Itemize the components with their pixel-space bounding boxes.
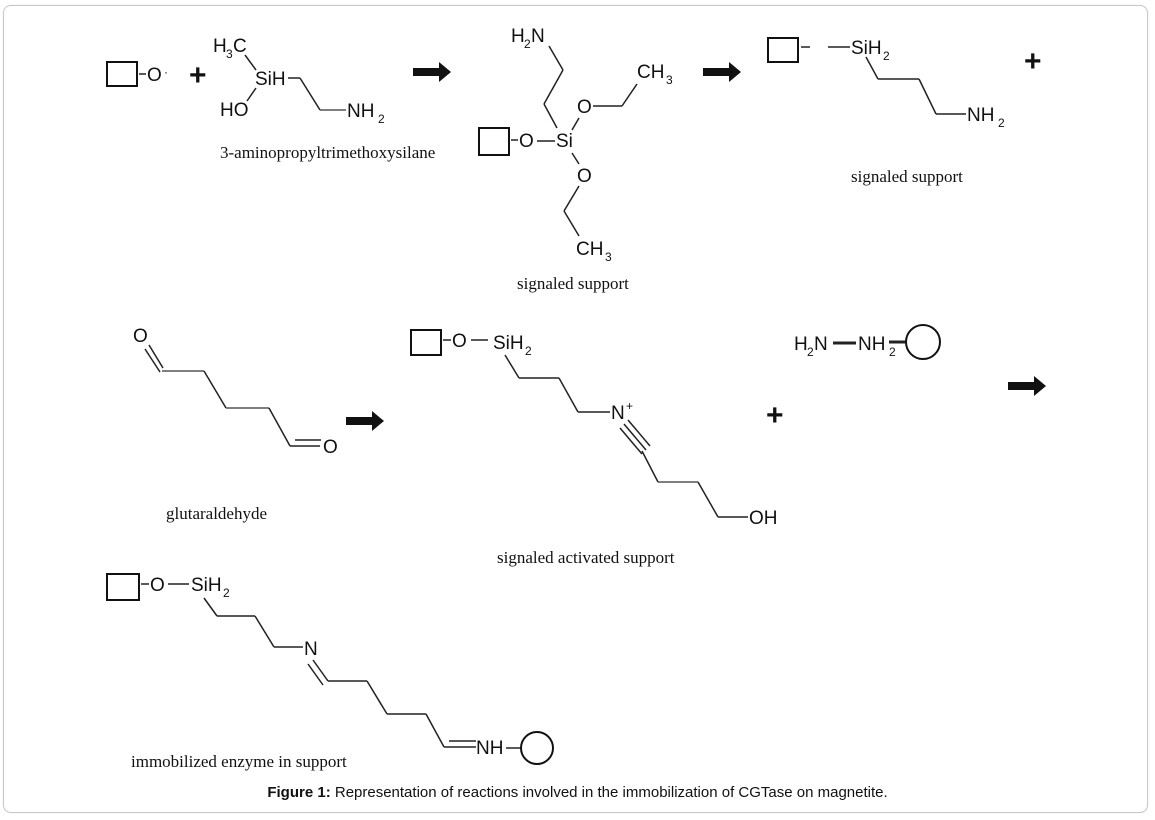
immobilized-enzyme-label: immobilized enzyme in support bbox=[131, 752, 347, 771]
svg-text:2: 2 bbox=[807, 345, 814, 359]
magnetite-support-box bbox=[106, 61, 138, 87]
signaled-support-label-2: signaled support bbox=[851, 167, 963, 186]
svg-text:2: 2 bbox=[378, 112, 385, 126]
glutaraldehyde-label: glutaraldehyde bbox=[166, 504, 267, 523]
immobilized-enzyme-molecule: O SiH 2 N NH immobilized enzyme in suppo… bbox=[106, 573, 554, 771]
enzyme-circle bbox=[520, 731, 554, 765]
signaled-support-molecule-1: H 2 N O Si O CH 3 O CH 3 signaled suppor… bbox=[478, 26, 673, 293]
silicon-atom: SiH bbox=[255, 69, 286, 90]
oxygen-atom: O bbox=[147, 65, 162, 86]
plus-sign: + bbox=[1024, 45, 1042, 78]
imine-nitrogen: N bbox=[304, 639, 318, 660]
svg-text:O: O bbox=[577, 166, 592, 187]
silicon-atom: Si bbox=[556, 131, 573, 152]
svg-text:2: 2 bbox=[525, 344, 532, 358]
support-oxide: O · bbox=[106, 61, 168, 87]
svg-text:NH: NH bbox=[858, 334, 885, 355]
svg-text:O: O bbox=[150, 575, 165, 596]
magnetite-support-box bbox=[767, 37, 799, 63]
enzyme-circle bbox=[905, 324, 941, 360]
svg-text:2: 2 bbox=[998, 116, 1005, 130]
svg-text:O: O bbox=[323, 437, 338, 458]
enzyme-hydrazine: H 2 N NH 2 bbox=[794, 324, 941, 360]
svg-text:O: O bbox=[519, 131, 534, 152]
silicon-atom: SiH bbox=[851, 38, 882, 59]
plus-sign: + bbox=[766, 399, 784, 432]
svg-text:·: · bbox=[164, 65, 168, 79]
activated-support-label: signaled activated support bbox=[497, 548, 675, 567]
svg-text:C: C bbox=[233, 36, 247, 57]
nitrilium-atom: N bbox=[611, 403, 625, 424]
signaled-support-molecule-2: SiH 2 NH 2 signaled support bbox=[767, 37, 1005, 186]
svg-text:2: 2 bbox=[883, 49, 890, 63]
magnetite-support-box bbox=[478, 127, 510, 156]
svg-text:2: 2 bbox=[223, 586, 230, 600]
svg-text:NH: NH bbox=[476, 738, 503, 759]
svg-text:+: + bbox=[626, 399, 633, 413]
caption-label: Figure 1: bbox=[267, 784, 331, 801]
magnetite-support-box bbox=[410, 329, 442, 356]
svg-text:NH: NH bbox=[347, 101, 374, 122]
plus-sign: + bbox=[189, 59, 207, 92]
svg-text:O: O bbox=[133, 326, 148, 347]
silicon-atom: SiH bbox=[191, 575, 222, 596]
svg-text:NH: NH bbox=[967, 105, 994, 126]
svg-text:H: H bbox=[213, 36, 227, 57]
aptms-label: 3-aminopropyltrimethoxysilane bbox=[220, 143, 435, 162]
aptms-molecule: H 3 C SiH HO NH 2 3-aminopropyltrimethox… bbox=[213, 36, 435, 162]
figure-caption: Figure 1: Representation of reactions in… bbox=[0, 784, 1155, 801]
svg-text:H: H bbox=[511, 26, 525, 47]
caption-text: Representation of reactions involved in … bbox=[330, 784, 888, 801]
svg-text:3: 3 bbox=[666, 73, 673, 87]
activated-support-molecule: O SiH 2 N + OH signaled activated suppor… bbox=[410, 329, 778, 567]
glutaraldehyde-molecule: O O glutaraldehyde bbox=[133, 326, 338, 523]
svg-text:CH: CH bbox=[576, 239, 603, 260]
reaction-arrow-2 bbox=[703, 62, 741, 82]
svg-text:3: 3 bbox=[605, 250, 612, 264]
silicon-atom: SiH bbox=[493, 333, 524, 354]
magnetite-support-box bbox=[106, 573, 140, 601]
svg-text:CH: CH bbox=[637, 62, 664, 83]
svg-text:O: O bbox=[452, 331, 467, 352]
svg-text:H: H bbox=[794, 334, 808, 355]
reaction-arrow-3 bbox=[346, 411, 384, 431]
svg-text:N: N bbox=[531, 26, 545, 47]
svg-text:3: 3 bbox=[226, 47, 233, 61]
svg-text:2: 2 bbox=[524, 37, 531, 51]
svg-text:2: 2 bbox=[889, 345, 896, 359]
signaled-support-label-1: signaled support bbox=[517, 274, 629, 293]
figure-frame bbox=[3, 5, 1148, 813]
svg-text:O: O bbox=[577, 97, 592, 118]
svg-text:OH: OH bbox=[749, 508, 778, 529]
reaction-arrow-4 bbox=[1008, 376, 1046, 396]
svg-text:HO: HO bbox=[220, 100, 249, 121]
reaction-arrow-1 bbox=[413, 62, 451, 82]
svg-text:N: N bbox=[814, 334, 828, 355]
